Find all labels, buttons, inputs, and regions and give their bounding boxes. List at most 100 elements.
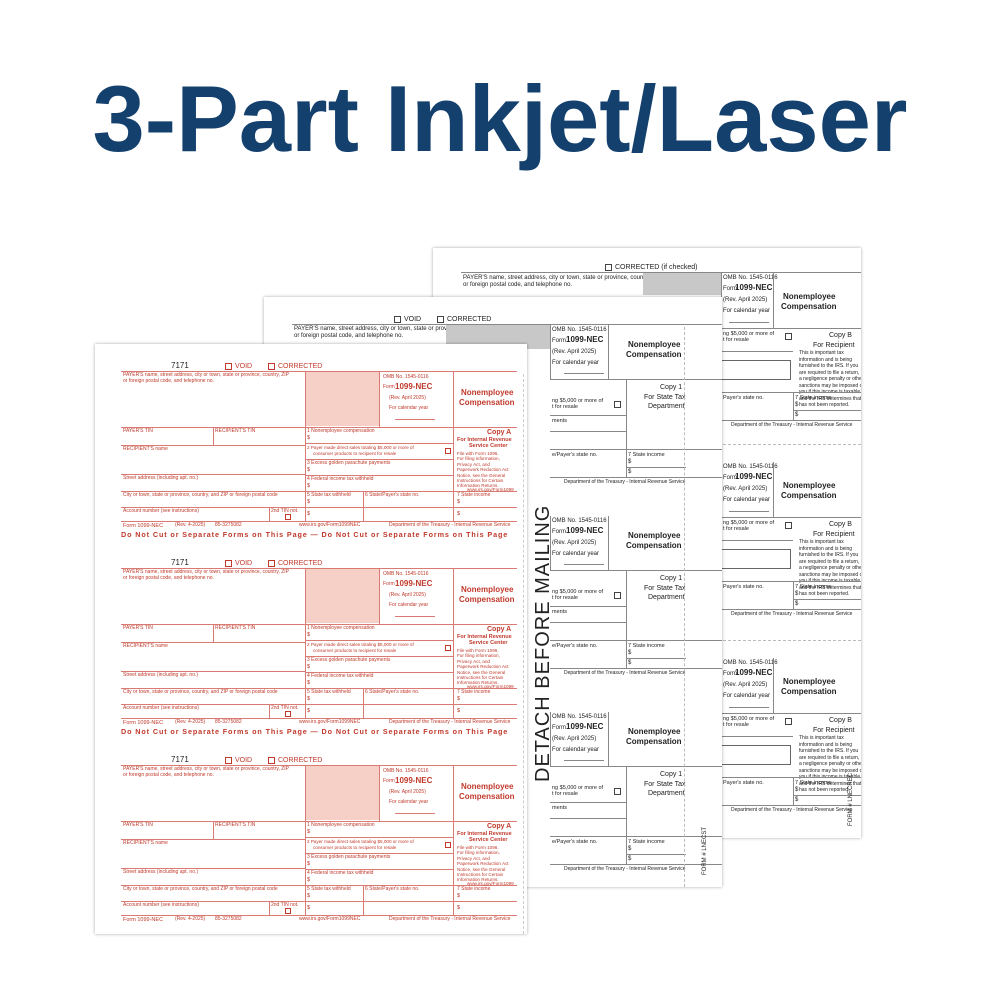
dollar-sign: $: [307, 680, 311, 686]
year-line: [729, 322, 769, 323]
second-tin-label: 2nd TIN not.: [271, 508, 299, 514]
copy-for: For Internal Revenue: [457, 634, 512, 640]
notice-text: sanctions may be imposed on: [799, 382, 861, 389]
state-no-label: Payer's state no.: [723, 584, 764, 590]
form-rule: [550, 570, 722, 571]
form-rule: [121, 474, 305, 475]
instructions-text: Paperwork Reduction Act: [457, 467, 509, 473]
payer-label: or foreign postal code, and telephone no…: [123, 575, 214, 581]
footer-rev: (Rev. 4-2025): [175, 522, 206, 528]
calendar-year: For calendar year: [389, 799, 429, 805]
omb-number: OMB No. 1545-0116: [383, 571, 429, 577]
copy-for: For Internal Revenue: [457, 831, 512, 837]
notice-text: are required to file a return,: [799, 754, 860, 761]
dollar-sign: $: [457, 708, 461, 714]
dollar-sign: $: [628, 469, 632, 475]
corrected-checkbox: [268, 363, 275, 370]
input-box: [721, 745, 791, 765]
form-rule: [305, 371, 306, 521]
copy-for: Department: [648, 790, 685, 797]
form-title: Compensation: [626, 541, 682, 550]
omb-number: OMB No. 1545-0116: [552, 714, 607, 720]
corrected-checkbox: [437, 316, 444, 323]
notice-text: a negligence penalty or other: [799, 376, 861, 382]
form-rule: [121, 371, 517, 372]
payer-label: PAYER'S name, street address, city or to…: [123, 372, 290, 378]
form-rule: [121, 915, 517, 916]
recipient-tin-label: RECIPIENT'S TIN: [215, 428, 256, 434]
city-label: City or town, state or province, country…: [123, 886, 278, 892]
form-rule: [305, 459, 453, 460]
dollar-sign: $: [307, 877, 311, 883]
notice-text: a negligence penalty or other: [799, 565, 861, 571]
box2-checkbox: [445, 448, 451, 454]
form-prefix: Form: [383, 384, 395, 390]
box2-label: t for resale: [723, 526, 749, 532]
form-rule: [626, 658, 686, 659]
box5-label: 5 State tax withheld: [307, 886, 351, 892]
form-name: 1099-NEC: [395, 776, 433, 785]
form-rule: [550, 640, 722, 641]
form-title: Nonemployee: [461, 782, 514, 791]
footer-rev: (Rev. 4-2025): [175, 916, 206, 922]
form-code: FORM # LNECST: [702, 826, 708, 875]
form-rule: [608, 516, 609, 571]
box1-label: 1 Nonemployee compensation: [307, 822, 375, 828]
form-rule: [626, 766, 627, 864]
corrected-checkbox: [268, 560, 275, 567]
form-rule: [773, 462, 774, 517]
form-rule: [550, 864, 722, 865]
form-rule: [721, 713, 861, 714]
form-rule: [550, 477, 722, 478]
instructions-text: Information Returns.: [457, 877, 499, 883]
form-name: 1099-NEC: [735, 668, 773, 677]
copy-label: Copy B: [829, 332, 852, 339]
form-rule: [721, 540, 793, 541]
dollar-sign: $: [795, 797, 799, 803]
year-line: [564, 760, 604, 761]
box1-label: 1 Nonemployee compensation: [307, 428, 375, 434]
box2-checkbox: [614, 592, 621, 599]
form-name: 1099-NEC: [566, 526, 604, 535]
copy-for: For Recipient: [813, 531, 855, 538]
revision: (Rev. April 2025): [389, 592, 426, 598]
calendar-year: For calendar year: [552, 747, 600, 753]
dollar-sign: $: [628, 660, 632, 666]
form-rule: [626, 570, 627, 668]
footer-dept: Department of the Treasury - Internal Re…: [389, 719, 511, 725]
notice-text: are required to file a return,: [799, 369, 860, 376]
input-box: [721, 549, 791, 569]
form-rule: [379, 371, 380, 427]
form-rule: [461, 272, 861, 273]
instructions-text: Privacy Act, and: [457, 855, 490, 861]
form-rule: [550, 431, 626, 432]
form-rule: [721, 351, 793, 352]
street-label: Street address (including apt. no.): [123, 869, 199, 875]
instructions-text: Privacy Act, and: [457, 461, 490, 467]
recipient-name-label: RECIPIENT'S name: [123, 840, 168, 846]
form-rule: [121, 704, 305, 705]
notice-text: This is important tax: [799, 735, 844, 741]
omb-number: OMB No. 1545-0116: [723, 660, 778, 666]
footer-form: Form 1099-NEC: [123, 720, 164, 726]
dollar-sign: $: [307, 708, 311, 714]
revision: (Rev. April 2025): [552, 736, 597, 742]
omb-number: OMB No. 1545-0116: [383, 768, 429, 774]
form-rule: [379, 568, 380, 624]
payer-label: PAYER'S name, street address, city or to…: [123, 569, 290, 575]
form-rule: [453, 821, 454, 915]
copy-label: Copy A: [487, 823, 512, 830]
footer-cat: 85-3275082: [215, 916, 242, 922]
form-title: Nonemployee: [628, 531, 681, 540]
copy-for: Department: [648, 594, 685, 601]
year-line: [564, 373, 604, 374]
notice-text: This is important tax: [799, 350, 844, 356]
form-prefix: Form: [723, 286, 737, 292]
footer-dept: Department of the Treasury - Internal Re…: [389, 916, 511, 922]
box2-label: ng $5,000 or more of: [552, 589, 604, 595]
form-rule: [121, 821, 517, 822]
form-name: 1099-NEC: [566, 722, 604, 731]
irs-url: www.irs.gov/Form1099: [467, 684, 514, 689]
form-rule: [363, 688, 364, 718]
box7-label: 7 State income: [457, 492, 491, 498]
